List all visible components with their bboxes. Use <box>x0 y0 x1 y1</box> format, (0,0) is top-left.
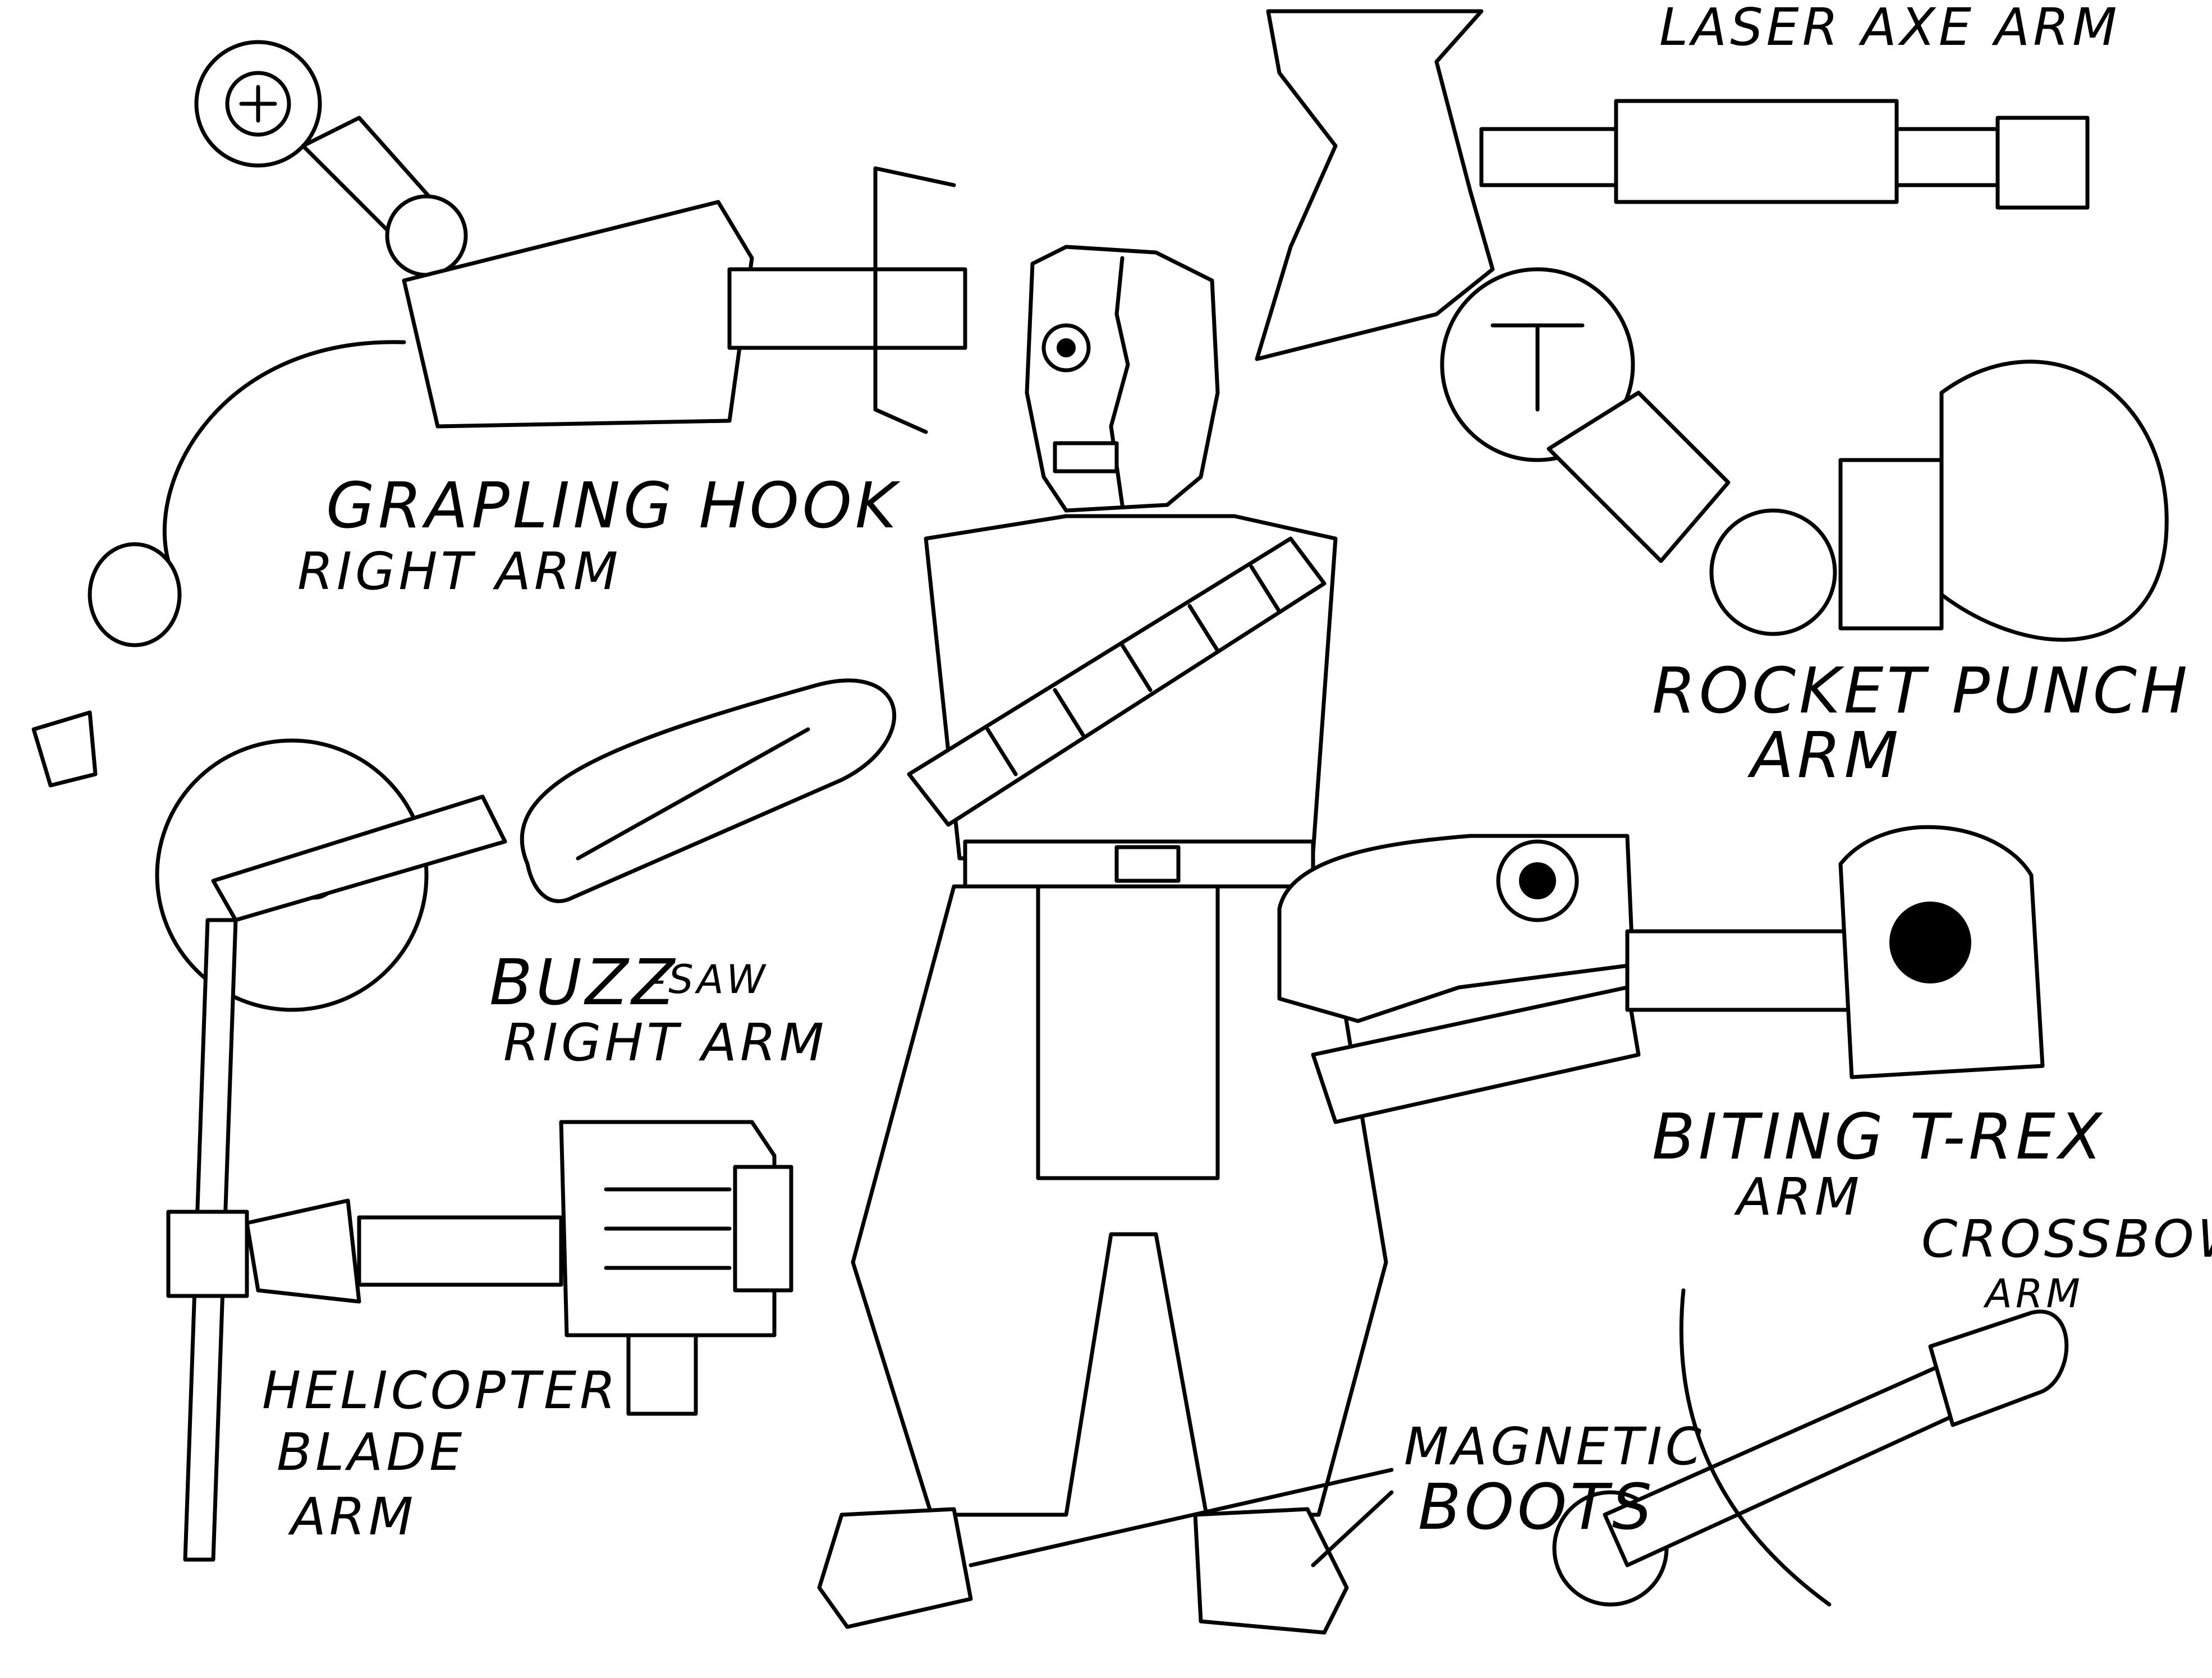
label-grapling-hook: GRAPLING HOOK <box>326 470 901 543</box>
belt-buckle <box>1114 845 1181 883</box>
label-buzz-saw-sub: RIGHT ARM <box>503 1013 827 1073</box>
label-buzz-saw-b: -SAW <box>651 957 769 1003</box>
trousers <box>851 884 1388 1517</box>
bandolier <box>907 536 1327 827</box>
label-helicopter-3: ARM <box>288 1487 416 1547</box>
label-laser-axe: LASER AXE ARM <box>1659 0 2120 57</box>
rocket-punch-arm <box>1440 267 2169 642</box>
right-boot <box>1193 1507 1349 1635</box>
trex-arm <box>1277 825 2045 1124</box>
tabard <box>1036 884 1220 1180</box>
label-biting-trex: BITING T-REX <box>1652 1101 2105 1174</box>
grappling-hook-arm <box>31 40 967 788</box>
label-biting-trex-sub: ARM <box>1734 1167 1862 1227</box>
helicopter-blade-arm <box>166 918 793 1562</box>
label-crossbow: CROSSBOW <box>1921 1209 2212 1269</box>
label-rocket-punch-sub: ARM <box>1747 719 1902 792</box>
label-helicopter-1: HELICOPTER <box>262 1360 619 1420</box>
left-boot <box>817 1507 973 1629</box>
teeth <box>1053 441 1119 473</box>
label-rocket-punch: ROCKET PUNCH <box>1652 655 2191 728</box>
boots-pointer-lines <box>969 1468 1394 1567</box>
crossbow-arm <box>1552 1288 2069 1607</box>
label-helicopter-2: BLADE <box>277 1422 465 1482</box>
cyborg-figure <box>817 245 1388 1635</box>
label-crossbow-sub: ARM <box>1983 1271 2083 1317</box>
label-buzz-saw: BUZZ <box>489 946 678 1019</box>
label-magnetic-1: MAGNETIC <box>1404 1417 1705 1477</box>
label-grapling-hook-sub: RIGHT ARM <box>297 541 621 601</box>
laser-axe-arm <box>1255 9 2090 361</box>
label-magnetic-2: BOOTS <box>1418 1471 1655 1544</box>
